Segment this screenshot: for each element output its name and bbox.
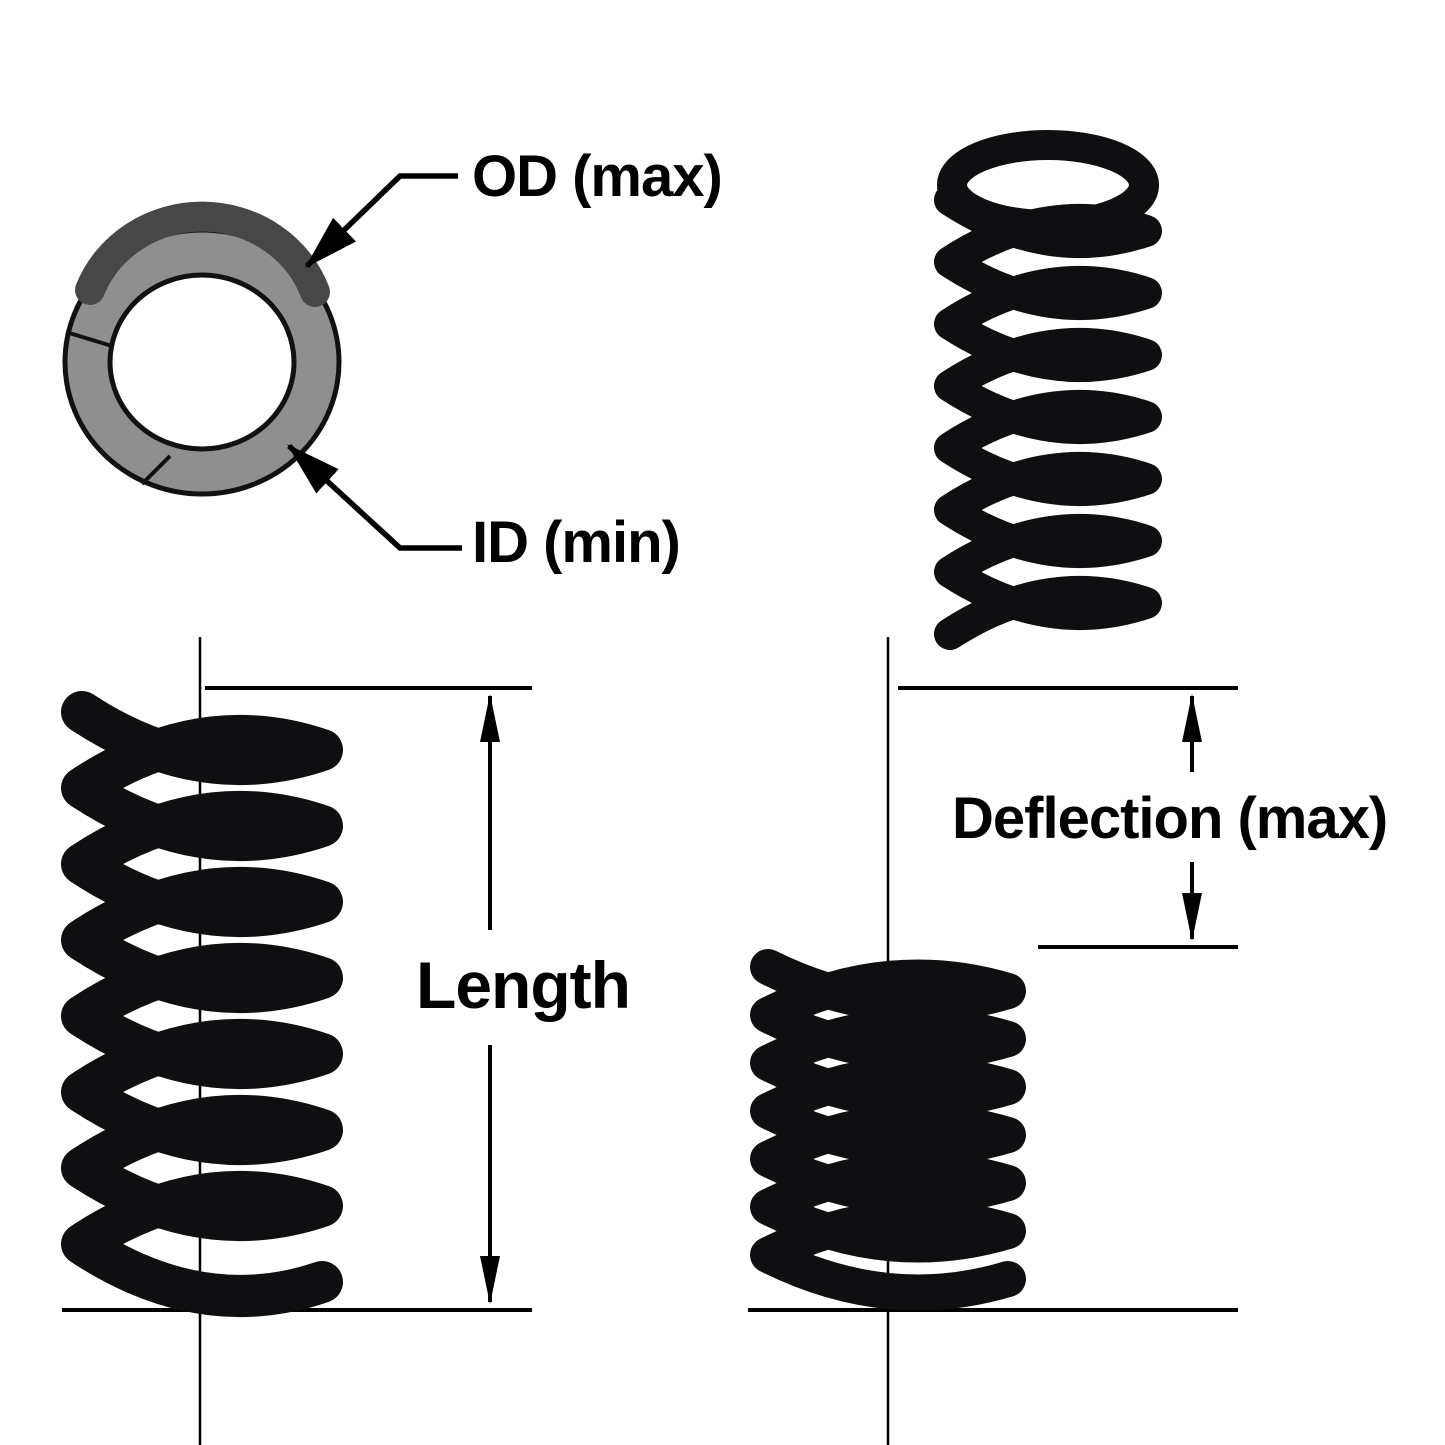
wire-end-seam-left [65, 330, 113, 348]
compressed-deflection-spring [750, 949, 1026, 1311]
od-max-label: OD (max) [472, 144, 722, 209]
inner-diameter-hole [107, 272, 297, 452]
od-max-leader-arrow [305, 173, 458, 268]
length-reference-spring [61, 691, 343, 1317]
free-length-spring-3d [934, 130, 1162, 650]
deflection-max-label: Deflection (max) [952, 786, 1387, 851]
free-spring-coil-wire [934, 184, 1162, 650]
id-min-leader-arrow [286, 443, 462, 551]
id-min-label: ID (min) [472, 510, 680, 575]
length-label: Length [416, 948, 630, 1022]
spring-top-view-ring [62, 201, 342, 497]
ring-top-shading-arc [75, 201, 330, 307]
wire-end-seam-bottom [140, 454, 172, 486]
